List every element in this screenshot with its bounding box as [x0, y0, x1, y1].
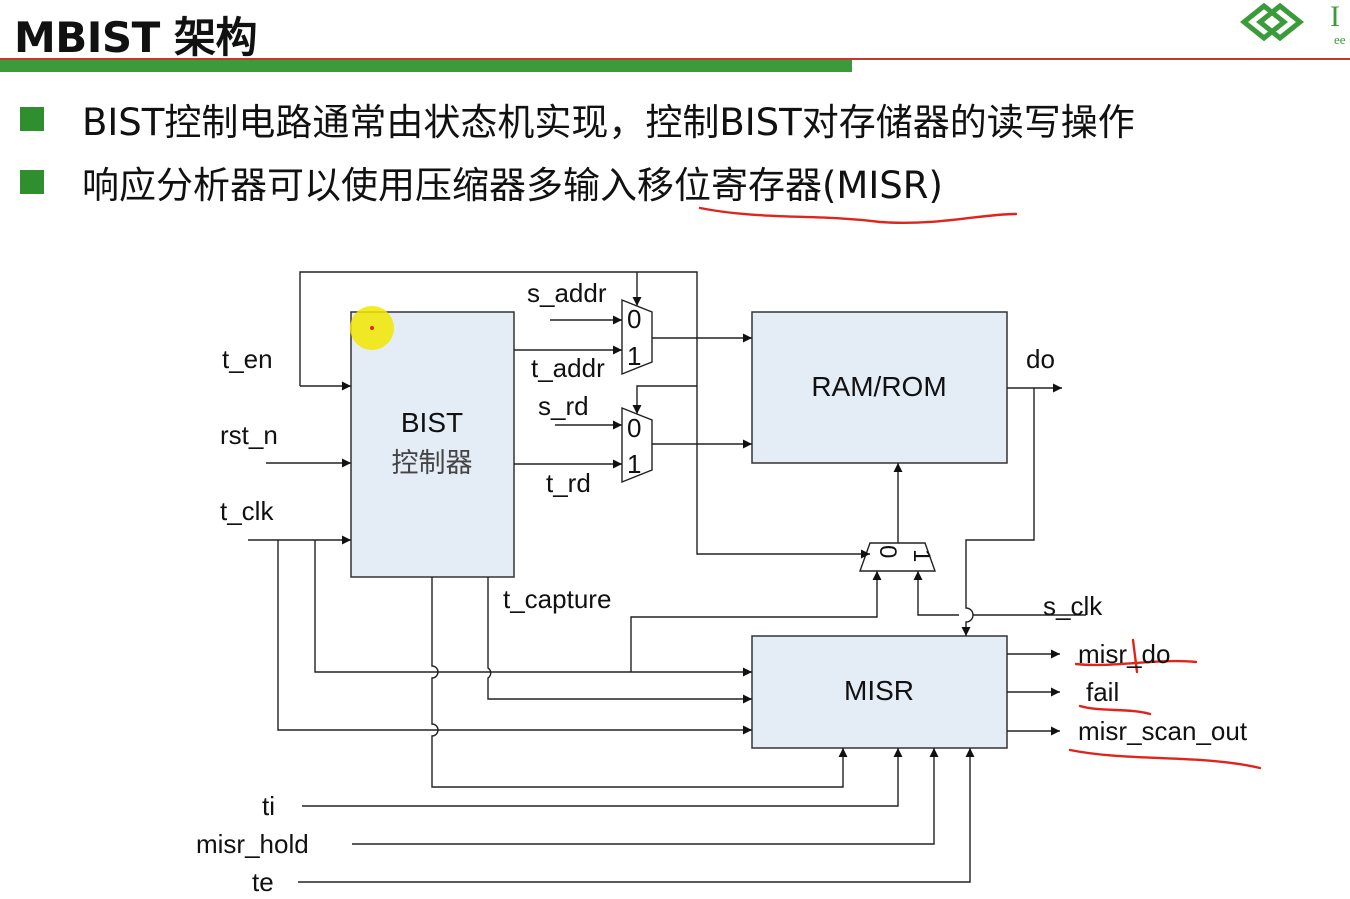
signal-t-clk: t_clk — [220, 496, 274, 526]
signal-rst-n: rst_n — [220, 420, 278, 450]
signal-do: do — [1026, 344, 1055, 374]
t-clk-to-misr-wire — [314, 540, 752, 677]
company-logo: I ee — [1239, 0, 1346, 47]
clock-mux-1: 1 — [908, 549, 935, 562]
t-en-rd-select — [632, 385, 697, 414]
address-mux-0: 0 — [627, 304, 641, 334]
title-divider-green — [0, 60, 852, 72]
signal-s-rd: s_rd — [538, 391, 589, 421]
signal-t-en: t_en — [222, 344, 273, 374]
do-to-misr-wire — [961, 388, 1035, 636]
signal-t-rd: t_rd — [546, 468, 591, 498]
misr-hold-wire — [352, 748, 939, 845]
annotation-strike-misr-do — [1131, 638, 1139, 674]
signal-misr-hold: misr_hold — [196, 829, 309, 859]
annotation-underline-fail — [1078, 704, 1152, 716]
signal-t-addr: t_addr — [531, 353, 605, 383]
controller-bottom-wire — [431, 577, 848, 788]
t-en-select-wire — [299, 271, 870, 559]
signal-ti: ti — [262, 791, 275, 821]
te-wire — [298, 748, 975, 883]
read-mux — [621, 406, 653, 484]
read-mux-0: 0 — [627, 413, 641, 443]
signal-misr-scan-out: misr_scan_out — [1078, 716, 1248, 746]
title-divider-red — [0, 58, 1350, 60]
misr-label: MISR — [844, 675, 914, 706]
t-capture-wire — [630, 571, 882, 672]
bullet-text-2: 响应分析器可以使用压缩器多输入移位寄存器(MISR) — [82, 164, 943, 207]
controller-to-misr-wire — [487, 577, 752, 704]
read-mux-1: 1 — [627, 449, 641, 479]
signal-te: te — [252, 867, 274, 897]
address-mux-1: 1 — [627, 341, 641, 371]
s-clk-wire — [918, 571, 1086, 616]
signal-t-capture: t_capture — [503, 584, 611, 614]
bullet-square-icon — [20, 107, 44, 131]
signal-s-clk: s_clk — [1043, 591, 1103, 621]
bullet-square-icon — [20, 170, 44, 194]
bullet-item: BIST控制电路通常由状态机实现，控制BIST对存储器的读写操作 — [20, 92, 1135, 146]
t-clk-branch-wire — [277, 540, 752, 735]
presenter-pointer-dot — [370, 326, 374, 330]
ram-rom-block — [751, 311, 1008, 464]
annotation-underline-misr-scan-out — [1068, 748, 1262, 770]
signal-fail: fail — [1086, 677, 1119, 707]
controller-label-line1: BIST — [401, 407, 463, 438]
logo-subtext: ee — [1334, 32, 1346, 47]
ram-label: RAM/ROM — [811, 371, 946, 402]
misr-block — [751, 635, 1008, 749]
slide-title: MBIST 架构 — [14, 13, 257, 62]
annotation-underline-misr — [698, 206, 1018, 224]
ti-wire — [302, 748, 903, 807]
controller-label-line2: 控制器 — [392, 448, 473, 478]
logo-letter: I — [1330, 0, 1340, 33]
bullet-item: 响应分析器可以使用压缩器多输入移位寄存器(MISR) — [20, 155, 943, 209]
signal-s-addr: s_addr — [527, 278, 607, 308]
bist-controller-block — [350, 311, 515, 578]
bullet-text-1: BIST控制电路通常由状态机实现，控制BIST对存储器的读写操作 — [82, 101, 1135, 144]
signal-misr-do: misr_do — [1078, 639, 1170, 669]
clock-mux-0: 0 — [874, 545, 901, 558]
